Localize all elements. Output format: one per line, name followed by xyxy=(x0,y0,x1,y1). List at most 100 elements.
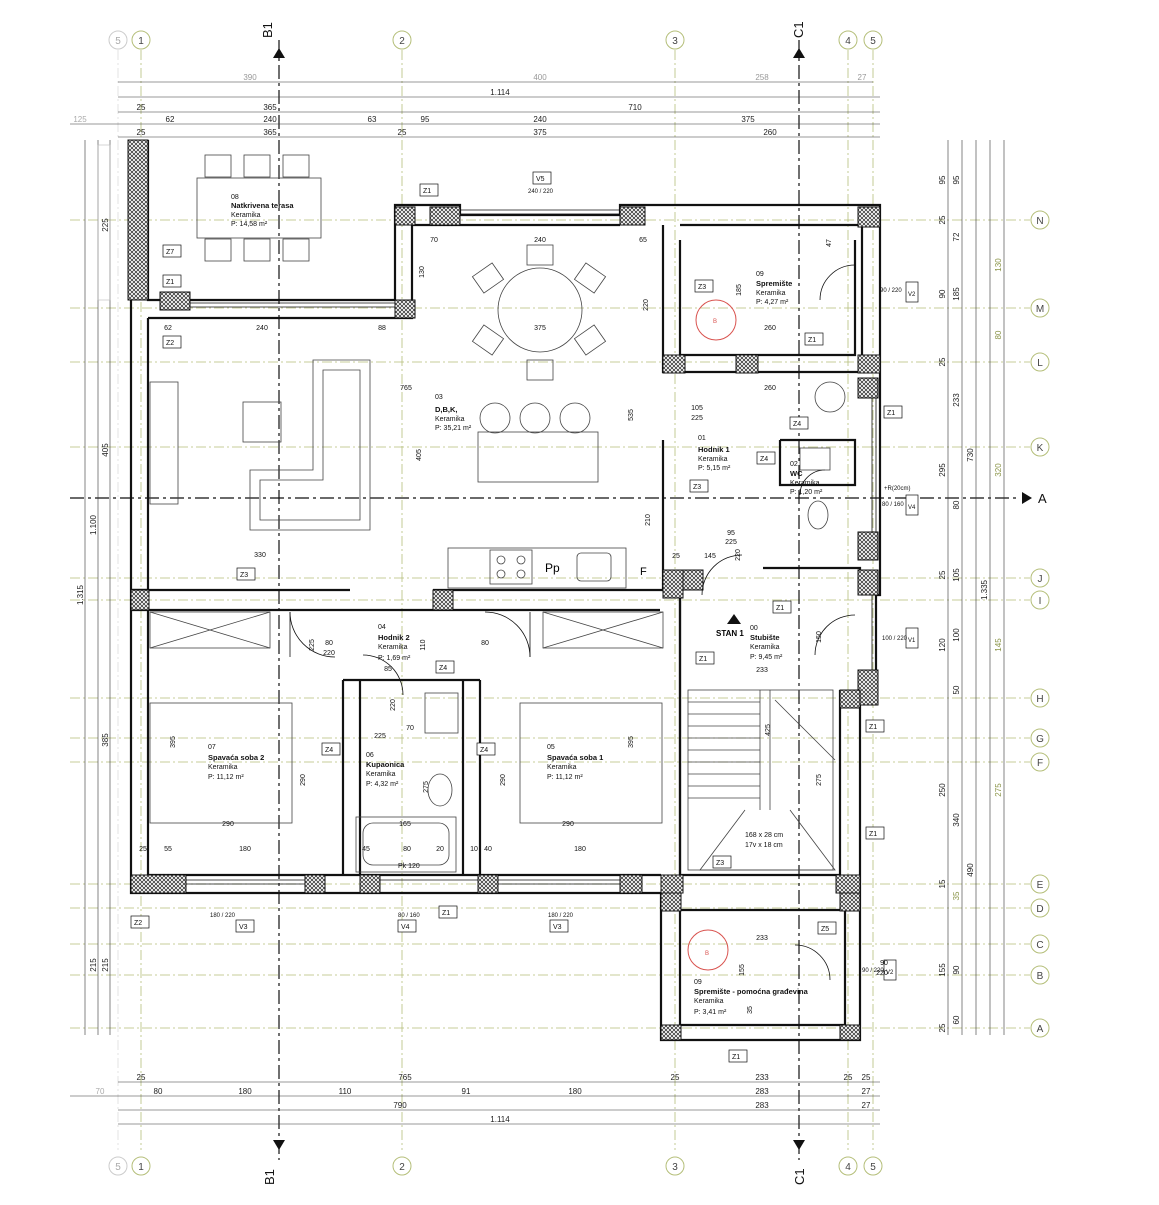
svg-text:25: 25 xyxy=(862,1073,871,1082)
svg-text:P: 35,21 m²: P: 35,21 m² xyxy=(435,425,472,432)
section-c1-bottom-arrow xyxy=(793,1140,805,1150)
svg-text:220: 220 xyxy=(643,299,650,311)
svg-text:400: 400 xyxy=(533,73,547,82)
svg-text:233: 233 xyxy=(756,935,768,942)
svg-text:375: 375 xyxy=(741,115,755,124)
section-c1-bottom-label: C1 xyxy=(792,1168,807,1185)
svg-text:Hodnik 2: Hodnik 2 xyxy=(378,633,410,642)
svg-text:180: 180 xyxy=(574,846,586,853)
svg-text:5: 5 xyxy=(870,1162,876,1173)
svg-text:88: 88 xyxy=(378,325,386,332)
svg-text:Keramika: Keramika xyxy=(547,764,577,771)
svg-text:P: 5,15 m²: P: 5,15 m² xyxy=(698,465,731,472)
room-01-hall: 01 Hodnik 1 Keramika P: 5,15 m² xyxy=(698,435,731,472)
pp-label: Pp xyxy=(545,561,560,575)
svg-text:258: 258 xyxy=(755,73,769,82)
furniture xyxy=(149,154,846,873)
svg-text:Keramika: Keramika xyxy=(694,998,724,1005)
svg-text:25: 25 xyxy=(137,103,146,112)
dimension-text-top: 390 400 258 27 1.114 25 365 710 125 62 2… xyxy=(73,73,867,137)
svg-text:365: 365 xyxy=(263,103,277,112)
svg-text:80 / 160: 80 / 160 xyxy=(882,502,904,508)
svg-text:250: 250 xyxy=(938,783,947,797)
svg-text:Z1: Z1 xyxy=(776,605,784,612)
svg-text:240: 240 xyxy=(534,237,546,244)
dimension-text-bottom: 25 765 25 233 25 25 70 80 180 110 91 180… xyxy=(96,1073,871,1124)
svg-text:03: 03 xyxy=(435,394,443,401)
svg-text:283: 283 xyxy=(755,1101,769,1110)
svg-text:240: 240 xyxy=(263,115,277,124)
svg-text:85: 85 xyxy=(384,666,392,673)
svg-text:P: 3,41 m²: P: 3,41 m² xyxy=(694,1009,727,1016)
svg-text:95: 95 xyxy=(421,115,430,124)
svg-text:90: 90 xyxy=(952,965,961,974)
svg-text:220: 220 xyxy=(735,549,742,561)
svg-text:395: 395 xyxy=(170,736,177,748)
svg-text:35: 35 xyxy=(952,891,961,900)
svg-text:225: 225 xyxy=(725,539,737,546)
svg-text:Z1: Z1 xyxy=(166,279,174,286)
dimension-text-right: 1.335 730 320 145 490 275 130 80 95 95 2… xyxy=(938,175,1003,1032)
pk-label: Pk 120 xyxy=(398,863,420,870)
svg-text:Z1: Z1 xyxy=(869,724,877,731)
svg-text:260: 260 xyxy=(764,325,776,332)
svg-text:P: 1,69 m²: P: 1,69 m² xyxy=(378,655,411,662)
svg-text:55: 55 xyxy=(164,846,172,853)
svg-text:04: 04 xyxy=(378,624,386,631)
svg-text:240: 240 xyxy=(256,325,268,332)
svg-text:60: 60 xyxy=(952,1015,961,1024)
svg-text:Stubište: Stubište xyxy=(750,633,780,642)
svg-text:90: 90 xyxy=(880,960,888,967)
svg-text:110: 110 xyxy=(420,639,427,650)
svg-text:25: 25 xyxy=(938,1023,947,1032)
svg-text:Hodnik 1: Hodnik 1 xyxy=(698,445,730,454)
svg-text:275: 275 xyxy=(816,774,823,786)
room-03-dbk: 03 D,B,K, Keramika P: 35,21 m² xyxy=(435,394,472,432)
svg-text:15: 15 xyxy=(938,879,947,888)
svg-text:90 / 220: 90 / 220 xyxy=(880,288,902,294)
section-c1-top-arrow xyxy=(793,48,805,58)
svg-text:Z4: Z4 xyxy=(793,421,801,428)
marker-b-1: B xyxy=(713,319,717,325)
svg-text:27: 27 xyxy=(862,1087,871,1096)
svg-text:91: 91 xyxy=(462,1087,471,1096)
svg-text:35: 35 xyxy=(747,1006,754,1014)
svg-text:V2: V2 xyxy=(908,292,916,298)
svg-text:25: 25 xyxy=(938,215,947,224)
section-b1-bottom-label: B1 xyxy=(262,1169,277,1185)
svg-text:385: 385 xyxy=(101,733,110,747)
svg-text:233: 233 xyxy=(755,1073,769,1082)
svg-text:180 / 220: 180 / 220 xyxy=(548,913,574,919)
svg-text:00: 00 xyxy=(750,625,758,632)
svg-text:40: 40 xyxy=(484,846,492,853)
section-c1-top-label: C1 xyxy=(791,21,806,38)
svg-text:Keramika: Keramika xyxy=(435,416,465,423)
red-markers xyxy=(687,299,737,971)
inner-dimensions: 62 240 88 765 330 405 535 220 70 240 65 … xyxy=(139,237,888,1014)
wall-hatch xyxy=(127,139,881,1041)
svg-text:62: 62 xyxy=(166,115,175,124)
svg-text:25: 25 xyxy=(137,1073,146,1082)
svg-text:09: 09 xyxy=(694,979,702,986)
svg-text:27: 27 xyxy=(858,73,867,82)
svg-text:WC: WC xyxy=(790,469,803,478)
svg-text:240: 240 xyxy=(533,115,547,124)
room-04-hall2: 04 Hodnik 2 Keramika P: 1,69 m² xyxy=(378,624,411,662)
svg-text:390: 390 xyxy=(243,73,257,82)
svg-text:47: 47 xyxy=(826,239,833,247)
dimension-lines-top xyxy=(70,81,880,138)
svg-text:V1: V1 xyxy=(908,638,916,644)
svg-text:Keramika: Keramika xyxy=(756,290,786,297)
svg-text:730: 730 xyxy=(966,448,975,462)
svg-text:275: 275 xyxy=(423,781,430,793)
svg-text:3: 3 xyxy=(672,36,678,47)
svg-text:1.335: 1.335 xyxy=(980,579,989,600)
svg-text:Z1: Z1 xyxy=(732,1054,740,1061)
svg-text:180: 180 xyxy=(239,846,251,853)
dimension-lines-right xyxy=(947,140,1005,1035)
section-b1-top-label: B1 xyxy=(260,22,275,38)
svg-text:1.315: 1.315 xyxy=(76,584,85,605)
svg-text:Keramika: Keramika xyxy=(750,644,780,651)
svg-text:290: 290 xyxy=(500,774,507,786)
svg-text:Z5: Z5 xyxy=(821,926,829,933)
